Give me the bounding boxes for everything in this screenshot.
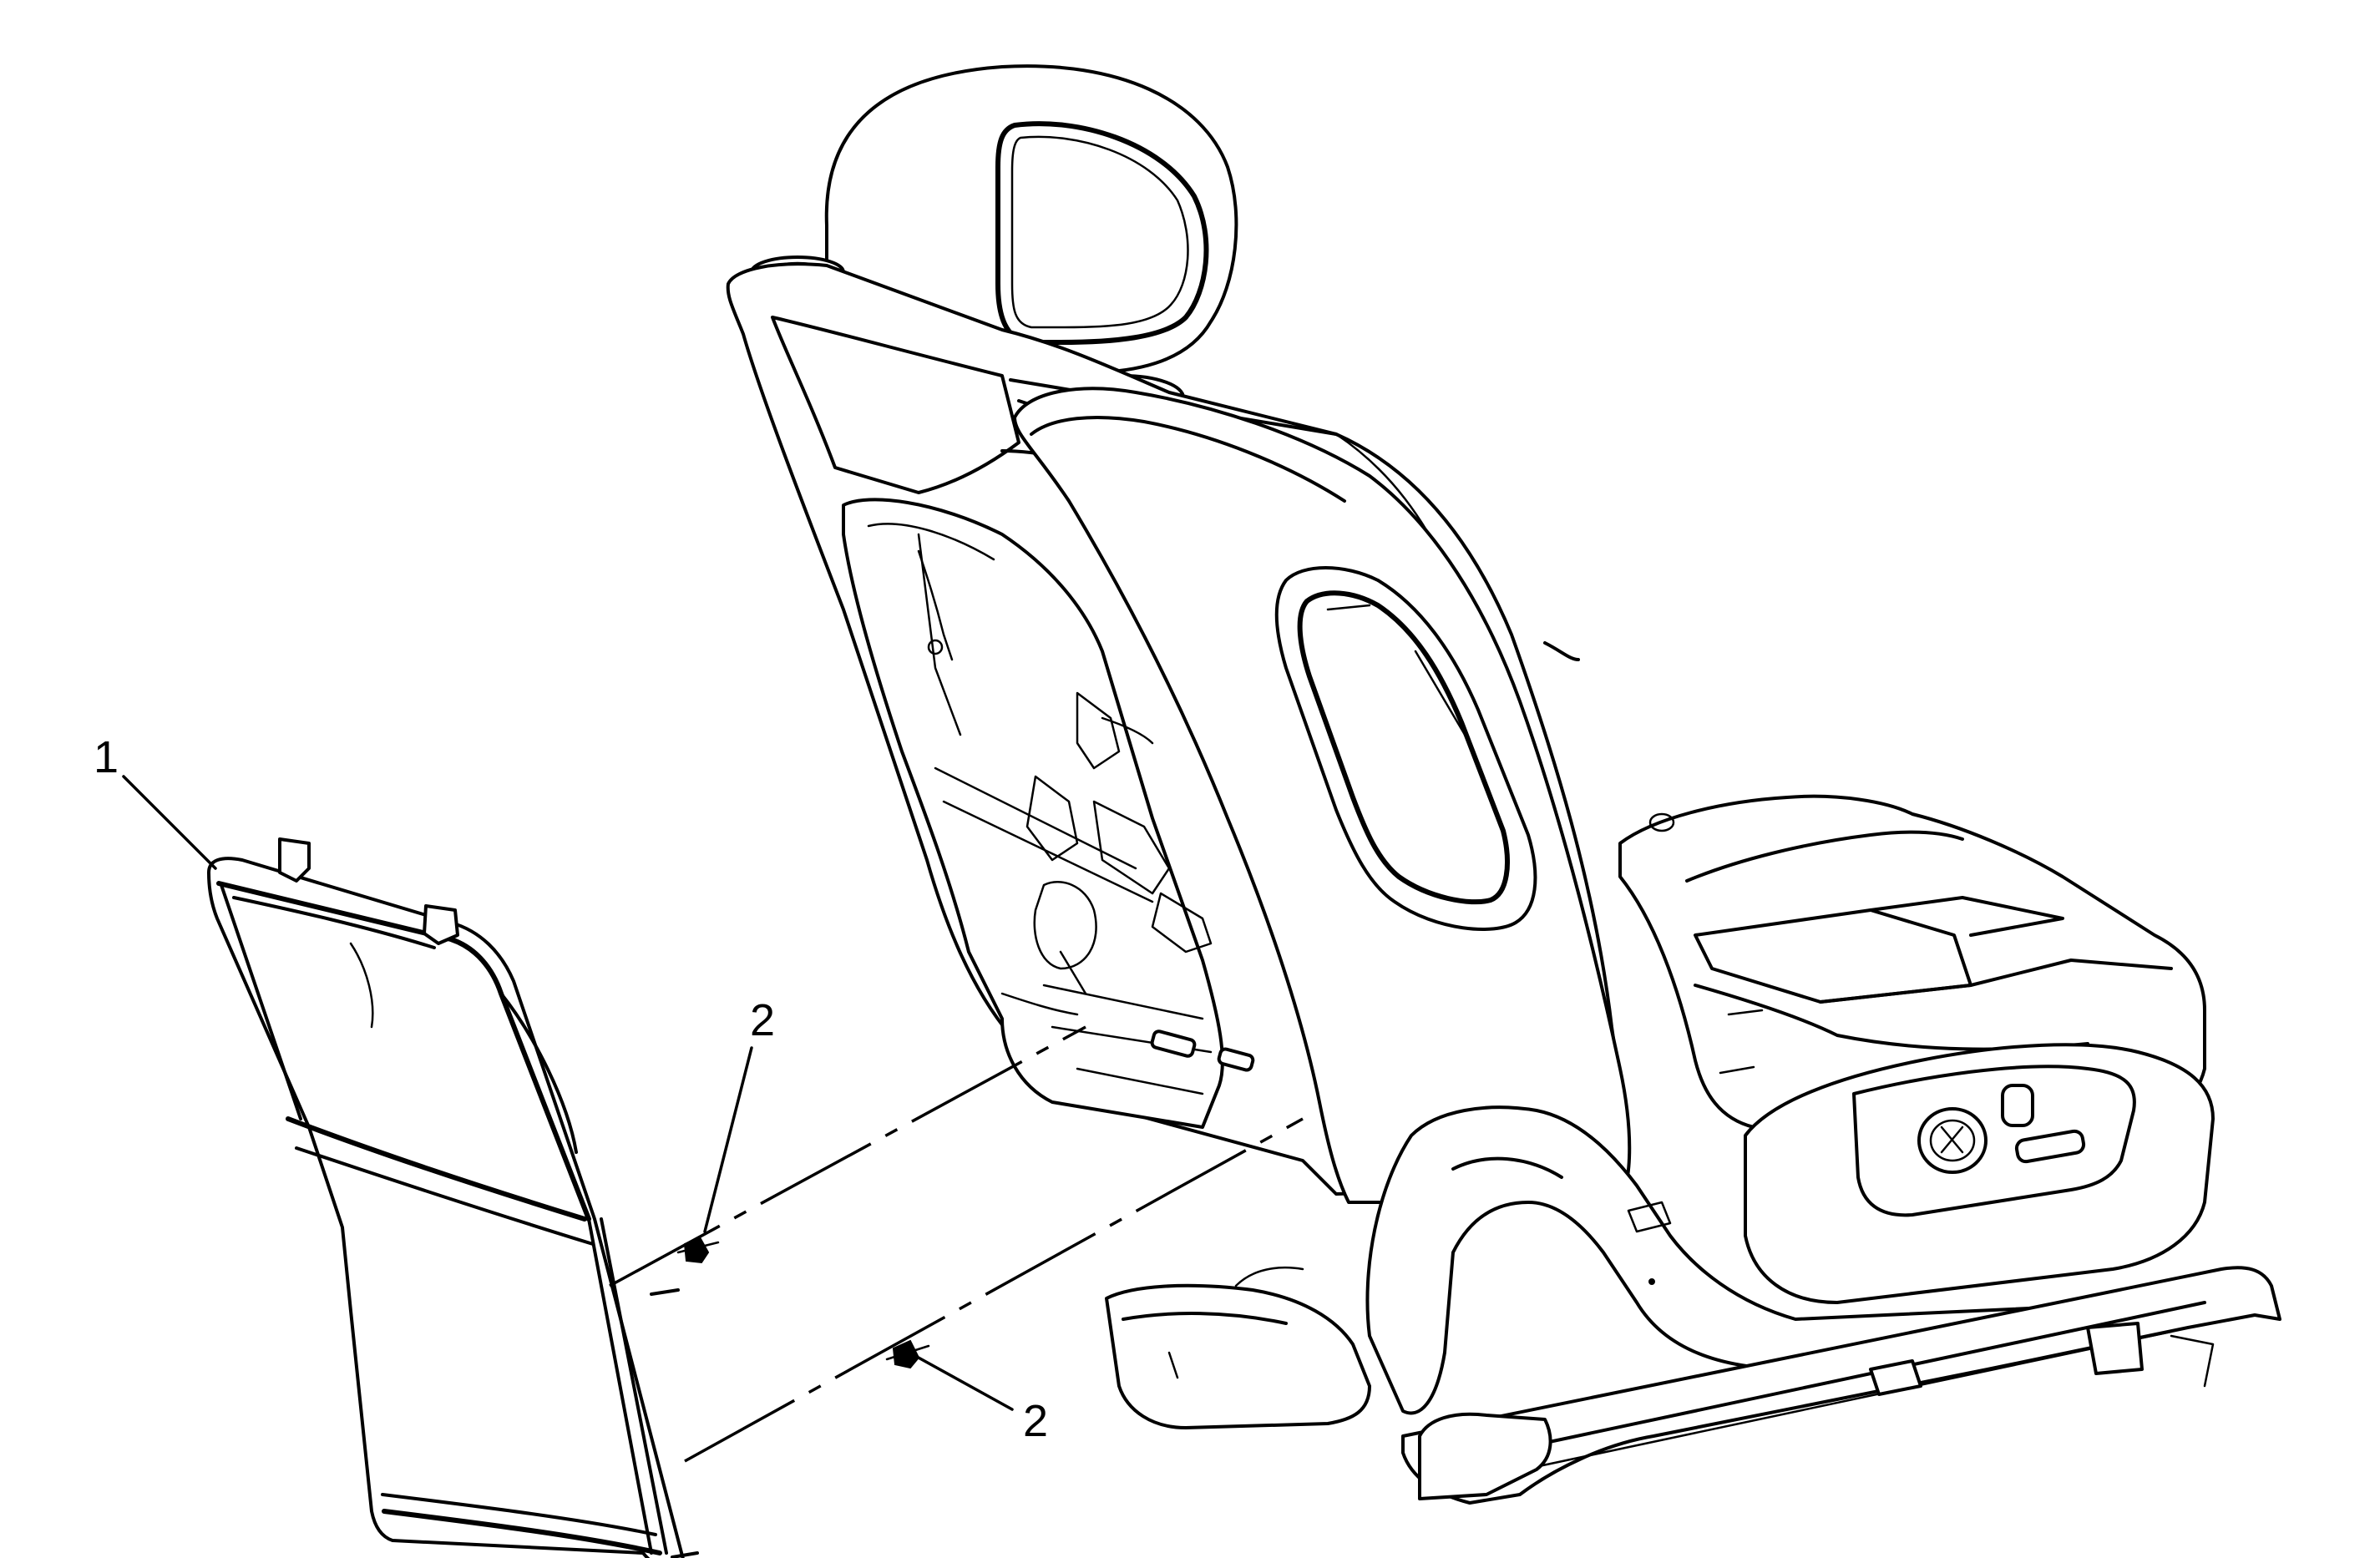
callout-2-upper-group: 2 [703,995,775,1233]
callout-2-upper: 2 [750,995,775,1045]
seat-rear-riser [1105,1266,1371,1429]
callout-2-lower: 2 [1023,1396,1048,1446]
seat-back-panel [207,837,699,1558]
callout-1: 1 [94,732,119,782]
seat-assembly [726,64,2281,1505]
callout-2-lower-group: 2 [915,1355,1048,1446]
alignment-line-upper [609,1025,1086,1287]
alignment-line-lower [684,1117,1304,1463]
clip-upper [676,1236,720,1264]
seat-track-rail [1401,1266,2281,1505]
alignment-lines [609,1025,1304,1463]
callout-1-group: 1 [94,732,217,870]
seat-back-side-panel [1013,387,1632,1204]
seat-side-control-panel [1744,1043,2215,1304]
clip-lower [885,1339,930,1369]
